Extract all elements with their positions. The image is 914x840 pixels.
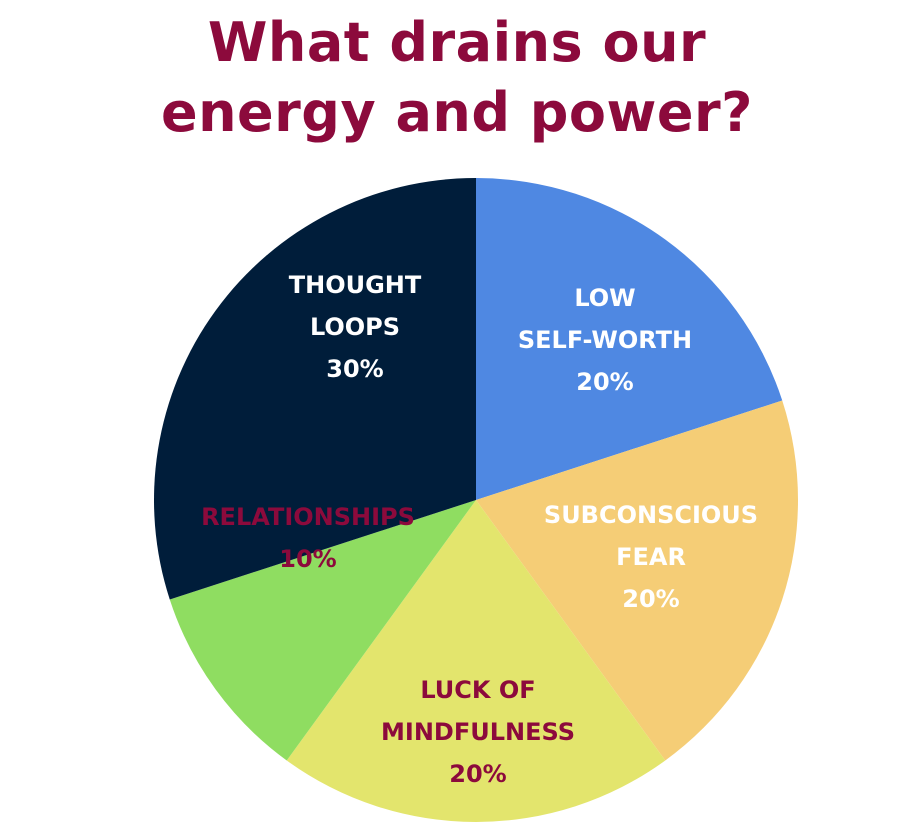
slice-value-label: 20% <box>449 760 506 788</box>
slice-label-line: LOW <box>574 284 635 312</box>
slice-label-4: THOUGHT LOOPS 30% <box>289 271 422 383</box>
slice-value-label: 30% <box>326 355 383 383</box>
slice-value-label: 10% <box>279 545 336 573</box>
pie-slice-3 <box>169 500 476 761</box>
slice-label-0: LOW SELF-WORTH 20% <box>518 284 692 396</box>
slice-label-2: LUCK OF MINDFULNESS 20% <box>381 676 575 788</box>
pie-slice-2 <box>286 500 666 822</box>
slice-value-label: 20% <box>576 368 633 396</box>
pie-slice-1 <box>476 400 798 761</box>
slice-label-line: LUCK OF <box>420 676 535 704</box>
chart-title-line-2: energy and power? <box>160 81 754 144</box>
slice-label-line: FEAR <box>616 543 686 571</box>
slice-value-label: 20% <box>622 585 679 613</box>
slice-label-line: LOOPS <box>310 313 400 341</box>
slice-label-line: RELATIONSHIPS <box>201 503 415 531</box>
chart-title: What drains our energy and power? <box>0 8 914 148</box>
slice-label-3: RELATIONSHIPS 10% <box>201 503 415 573</box>
slice-label-line: SELF-WORTH <box>518 326 692 354</box>
pie-slice-4 <box>154 178 476 600</box>
pie-slice-0 <box>476 178 783 500</box>
slice-label-line: SUBCONSCIOUS <box>544 501 758 529</box>
chart-title-line-1: What drains our <box>207 11 707 74</box>
slice-label-line: THOUGHT <box>289 271 422 299</box>
slice-label-line: MINDFULNESS <box>381 718 575 746</box>
slice-label-1: SUBCONSCIOUS FEAR 20% <box>544 501 758 613</box>
